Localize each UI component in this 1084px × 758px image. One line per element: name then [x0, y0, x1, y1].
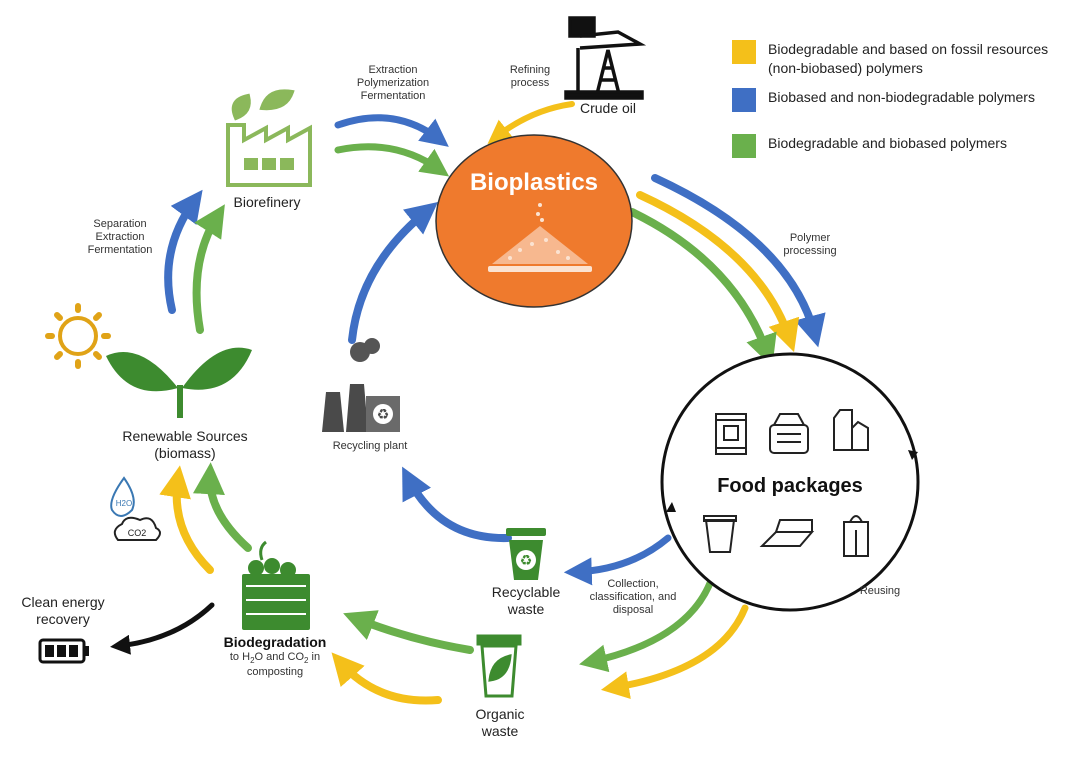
organic-waste-label: Organic waste — [475, 706, 525, 739]
arrow-organic-yellow — [600, 604, 749, 700]
legend-label-line2: (non-biobased) polymers — [768, 59, 923, 76]
biorefinery-label: Biorefinery — [233, 194, 301, 210]
svg-text:CO2: CO2 — [128, 528, 147, 538]
legend-item-green: Biodegradable and biobased polymers — [732, 134, 1007, 158]
recyclable-waste-label: Recyclable waste — [491, 584, 561, 617]
recycling-plant-label: Recycling plant — [332, 440, 408, 452]
legend-label: Biobased and non-biodegradable polymers — [768, 89, 1035, 105]
reuse-arrow-head-right — [908, 450, 918, 460]
legend-swatch-yellow — [732, 40, 756, 64]
arrow-renewable-blue — [164, 189, 203, 314]
arrow-return-green — [192, 462, 252, 552]
water-droplet-icon: H2O — [110, 476, 135, 517]
arrow-renewable-green — [192, 204, 225, 334]
bioplastics-node: Bioplastics — [435, 134, 633, 308]
legend-label: Biodegradable and based on fossil resour… — [768, 41, 1049, 57]
legend-swatch-blue — [732, 88, 756, 112]
legend-label: Biodegradable and biobased polymers — [768, 135, 1007, 151]
coffee-cup-icon — [703, 515, 737, 553]
svg-text:♻: ♻ — [377, 407, 390, 423]
paper-bag-icon — [843, 515, 869, 557]
arrow-processing-blue — [651, 174, 826, 348]
arrow-recyclable-blue — [402, 466, 512, 543]
legend-swatch-green — [732, 134, 756, 158]
powder-pile-icon — [488, 203, 592, 272]
recycling-plant-icon: ♻ — [322, 338, 400, 432]
milk-carton-icon — [833, 409, 869, 451]
arrow-biodeg-green — [343, 610, 474, 654]
reuse-arrow-head-left — [666, 502, 676, 512]
bioplastics-ellipse — [435, 134, 633, 308]
svg-text:♻: ♻ — [520, 553, 533, 569]
legend-item-blue: Biobased and non-biodegradable polymers — [732, 88, 1035, 112]
clean-energy-label: Clean energy recovery — [21, 594, 105, 627]
compost-crate-icon — [242, 540, 310, 630]
svg-text:H2O: H2O — [116, 499, 132, 508]
sun-icon — [45, 303, 111, 369]
food-packages-node — [660, 352, 920, 612]
extraction-polymerization-label: Extraction Polymerization Fermentation — [356, 64, 430, 103]
arrow-organic-green — [579, 574, 716, 673]
organic-bin-icon — [476, 634, 522, 698]
biodegradation-label: Biodegradation to H2O and CO2 in compost… — [223, 634, 327, 678]
refining-process-label: Refining process — [509, 64, 551, 90]
legend-item-yellow: Biodegradable and based on fossil resour… — [732, 40, 1048, 78]
food-container-icon — [769, 413, 809, 454]
separation-extraction-label: Separation Extraction Fermentation — [87, 218, 153, 257]
reusing-label: Reusing — [859, 585, 901, 597]
collection-label: Collection, classification, and disposal — [589, 578, 677, 617]
battery-icon — [38, 638, 89, 664]
arrow-processing-green — [628, 208, 777, 368]
oil-pumpjack-icon — [564, 16, 647, 100]
co2-cloud-icon: CO2 — [113, 516, 161, 541]
arrow-biorefinery-green — [334, 143, 450, 177]
snack-bag-icon — [715, 413, 747, 455]
food-packages-circle — [660, 352, 920, 612]
arrow-recycling-blue — [348, 201, 438, 344]
pizza-box-icon — [759, 519, 815, 547]
polymer-processing-label: Polymer processing — [783, 232, 837, 258]
plant-sprout-icon — [106, 347, 252, 418]
flow-arrows — [110, 101, 826, 705]
arrow-collection-blue — [563, 534, 672, 586]
biorefinery-factory-icon — [226, 89, 312, 187]
arrow-return-yellow — [159, 465, 214, 574]
bioplastics-title: Bioplastics — [470, 169, 598, 196]
renewable-sources-label: Renewable Sources (biomass) — [122, 428, 248, 461]
arrow-biodeg-yellow — [331, 652, 442, 705]
crude-oil-label: Crude oil — [579, 100, 637, 116]
food-packages-label: Food packages — [717, 475, 863, 497]
arrow-biorefinery-blue — [334, 114, 449, 147]
recyclable-bin-icon: ♻ — [506, 528, 546, 580]
arrow-refining-yellow — [487, 101, 575, 144]
arrow-processing-yellow — [636, 191, 800, 353]
arrow-energy-black — [110, 602, 215, 655]
